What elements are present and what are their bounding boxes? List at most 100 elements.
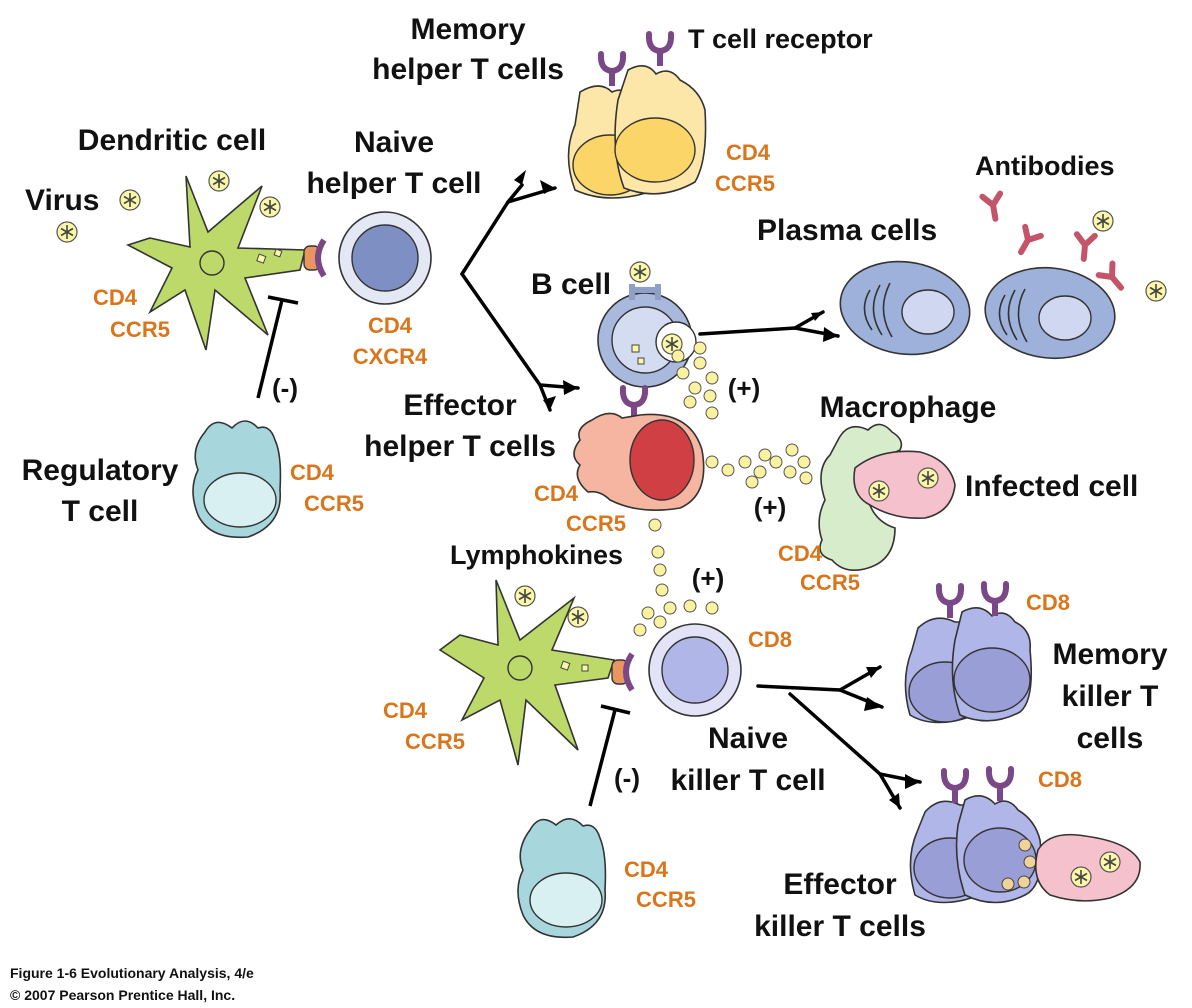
arrowhead (540, 180, 555, 194)
t-cell-receptor-label: T cell receptor (688, 24, 873, 54)
antibody-icon (1075, 234, 1095, 259)
t-cell-receptor-icon (939, 586, 961, 618)
regulatory-label-line1: Regulatory (22, 454, 179, 487)
virus-icon (259, 196, 281, 218)
inhibition-lines (256, 295, 631, 807)
arrowhead (514, 170, 526, 185)
inhibition-line-top (256, 295, 299, 399)
marker-regulatory-bottom-1: CD4 (624, 857, 669, 882)
virus-icon (1099, 851, 1121, 873)
plasma-cells (839, 260, 1116, 360)
virus-icon (514, 585, 536, 607)
arrowhead (563, 380, 578, 395)
figure-caption: Figure 1-6 Evolutionary Analysis, 4/e (10, 965, 254, 981)
naive-helper-label-line2: helper T cell (306, 167, 481, 200)
effector-helper-t-cells (573, 412, 705, 512)
arrowhead (811, 312, 823, 321)
marker-macrophage-1: CD4 (778, 541, 823, 566)
dendritic-cell-bottom (438, 579, 632, 766)
macrophage-label: Macrophage (820, 391, 997, 424)
regulatory-t-cell-top (192, 420, 282, 539)
infected-cell-label: Infected cell (965, 470, 1138, 503)
marker-dendritic-top-1: CD4 (93, 285, 138, 310)
effector-helper-label-line2: helper T cells (364, 430, 556, 463)
virus-icon (868, 480, 890, 502)
arrow-to-memory-helper-branch (506, 183, 524, 204)
marker-dendritic-bottom-2: CCR5 (405, 729, 465, 754)
t-cell-receptor-icon (944, 771, 966, 803)
effector-killer-label-line1: Effector (783, 868, 897, 901)
memory-killer-label-line3: cells (1077, 722, 1144, 755)
arrows (460, 170, 922, 810)
memory-killer-label-line2: killer T (1062, 680, 1159, 713)
marker-naive-helper-1: CD4 (368, 313, 413, 338)
lymphokines-upper (671, 341, 719, 420)
inhibition-line-bottom (588, 704, 631, 807)
arrowhead (889, 793, 900, 808)
regulatory-t-cell-bottom (517, 817, 607, 939)
synapse-icon (304, 240, 324, 276)
naive-killer-label-line2: killer T cell (670, 764, 825, 797)
naive-helper-t-cell (338, 211, 432, 305)
naive-helper-label-line1: Naive (354, 126, 434, 159)
memory-helper-label-line2: helper T cells (372, 53, 564, 86)
marker-memory-killer: CD8 (1026, 590, 1070, 615)
t-cell-receptor-icon (989, 769, 1011, 801)
naive-killer-t-cell (648, 623, 742, 717)
marker-regulatory-top-1: CD4 (290, 460, 335, 485)
naive-killer-label-line1: Naive (708, 722, 788, 755)
memory-killer-t-cells (904, 584, 1033, 724)
lymphokines-right (705, 443, 813, 489)
marker-memory-helper-1: CD4 (726, 140, 771, 165)
infected-cell-target (1034, 833, 1141, 902)
virus-icon (208, 170, 230, 192)
regulatory-label-line2: T cell (62, 495, 139, 528)
antibody-icon (982, 194, 1004, 221)
arrowhead (543, 396, 556, 410)
antibodies-label: Antibodies (975, 151, 1115, 181)
marker-dendritic-top-2: CCR5 (110, 317, 170, 342)
antibody-icon (1013, 227, 1041, 257)
t-cell-receptor-icon (649, 34, 671, 66)
plus-sign-macrophage: (+) (754, 492, 787, 522)
b-cell-label: B cell (531, 268, 611, 301)
effector-helper-nucleus (629, 419, 695, 501)
t-cell-receptor-icon (601, 54, 623, 86)
effector-helper-label-line1: Effector (403, 389, 517, 422)
marker-regulatory-top-2: CCR5 (304, 491, 364, 516)
dendritic-cell-nucleus (199, 250, 225, 276)
marker-regulatory-bottom-2: CCR5 (636, 887, 696, 912)
arrowhead (823, 327, 838, 342)
memory-helper-label-line1: Memory (410, 13, 525, 46)
plus-sign-killer: (+) (692, 563, 725, 593)
marker-effector-helper-2: CCR5 (566, 511, 626, 536)
virus-icon (119, 189, 141, 211)
marker-dendritic-bottom-1: CD4 (383, 698, 428, 723)
virus-icon (1070, 866, 1092, 888)
effector-killer-t-cells (909, 769, 1042, 904)
memory-killer-label-line1: Memory (1052, 638, 1167, 671)
b-cell (597, 261, 697, 420)
minus-sign-bottom: (-) (614, 763, 640, 793)
virus-icon (1145, 280, 1167, 302)
plus-sign-b-cell: (+) (728, 373, 761, 403)
marker-effector-helper-1: CD4 (534, 481, 579, 506)
lymphokines-label: Lymphokines (450, 540, 623, 570)
dendritic-cell-top (125, 175, 324, 351)
effector-killer-label-line2: killer T cells (754, 910, 926, 943)
virus-icon (56, 221, 78, 243)
marker-naive-helper-2: CXCR4 (353, 344, 428, 369)
arrowhead (866, 667, 880, 678)
marker-effector-killer: CD8 (1038, 767, 1082, 792)
virus-icon (1092, 210, 1114, 232)
minus-sign-top: (-) (272, 373, 298, 403)
naive-helper-nucleus (351, 224, 419, 292)
virus-icon (629, 261, 651, 283)
plasma-cells-label: Plasma cells (757, 214, 937, 247)
marker-naive-killer: CD8 (748, 627, 792, 652)
marker-memory-helper-2: CCR5 (715, 171, 775, 196)
marker-macrophage-2: CCR5 (800, 570, 860, 595)
arrowhead (864, 697, 882, 711)
arrowhead (905, 774, 920, 789)
dendritic-cell-label: Dendritic cell (78, 124, 266, 157)
